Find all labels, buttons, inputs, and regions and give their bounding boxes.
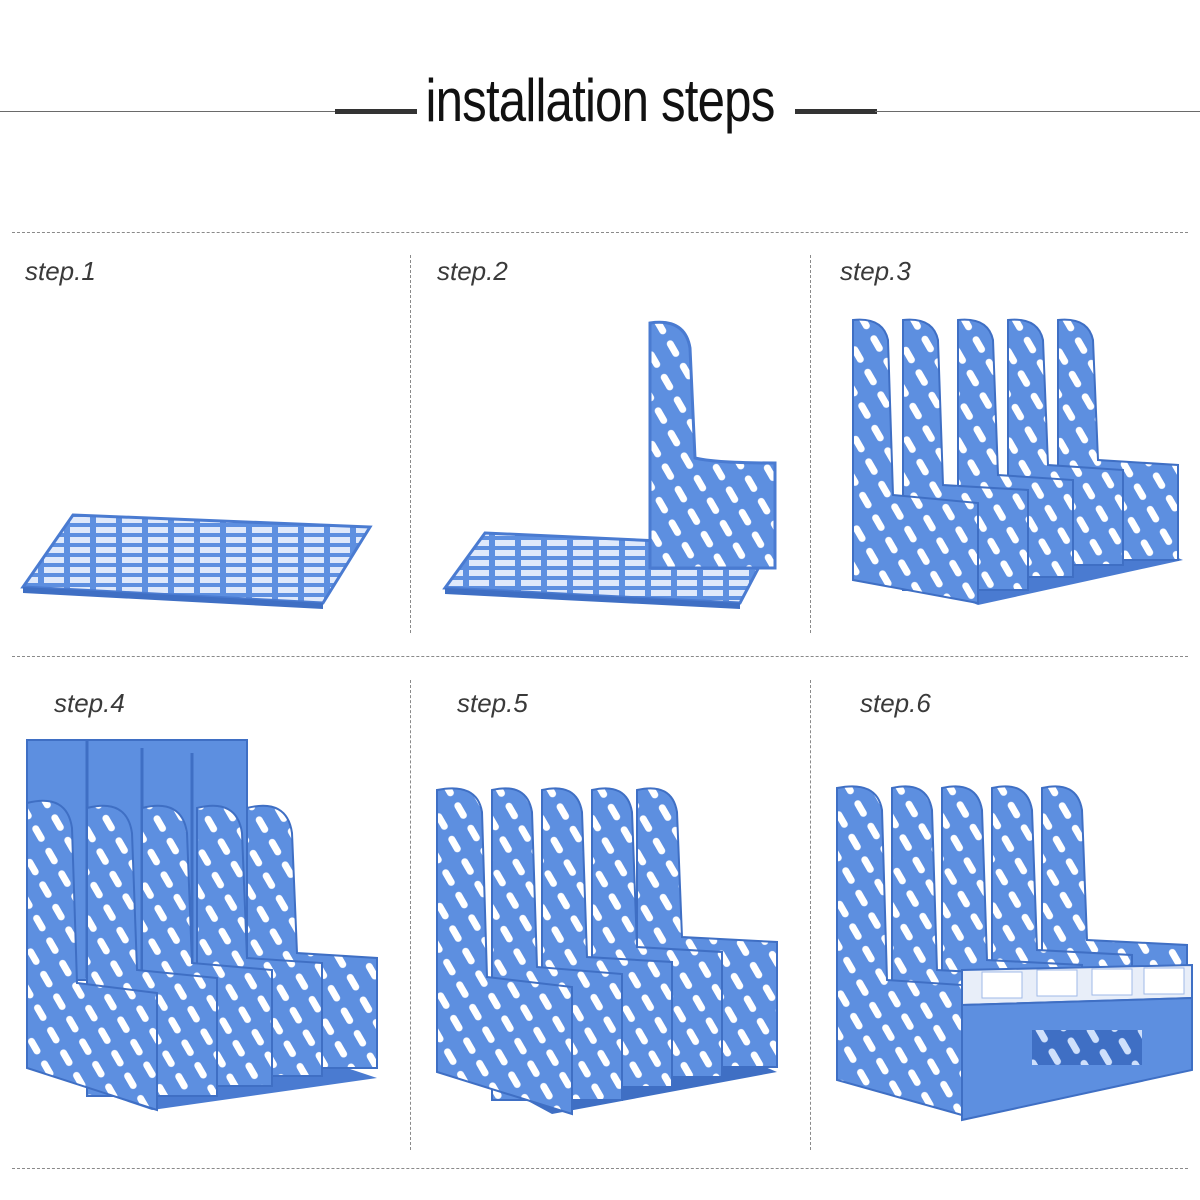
step-4-illustration [26, 739, 378, 1112]
step-3-illustration [852, 318, 1183, 605]
grid-divider-bottom [12, 1168, 1188, 1169]
step-label-5: step.5 [457, 688, 528, 718]
step-label-6: step.6 [860, 688, 931, 718]
step-2-illustration [442, 320, 777, 609]
grid-divider-v1-row1 [410, 255, 411, 633]
grid-divider-middle [12, 656, 1188, 657]
grid-divider-v2-row2 [810, 680, 811, 1150]
step-label-3: step.3 [840, 256, 911, 286]
step-5-illustration [436, 787, 778, 1116]
page-title: installation steps [425, 67, 776, 134]
header-rule-right [875, 111, 1200, 112]
grid-divider-top [12, 232, 1188, 233]
step-1-illustration [20, 513, 373, 609]
step-label-1: step.1 [25, 256, 96, 286]
grid-divider-v1-row2 [410, 680, 411, 1150]
header-accent-right [795, 109, 877, 114]
step-label-4: step.4 [54, 688, 125, 718]
step-6-illustration [836, 785, 1193, 1122]
header-rule-left [0, 111, 335, 112]
grid-divider-v2-row1 [810, 255, 811, 633]
header-accent-left [335, 109, 417, 114]
step-label-2: step.2 [437, 256, 508, 286]
